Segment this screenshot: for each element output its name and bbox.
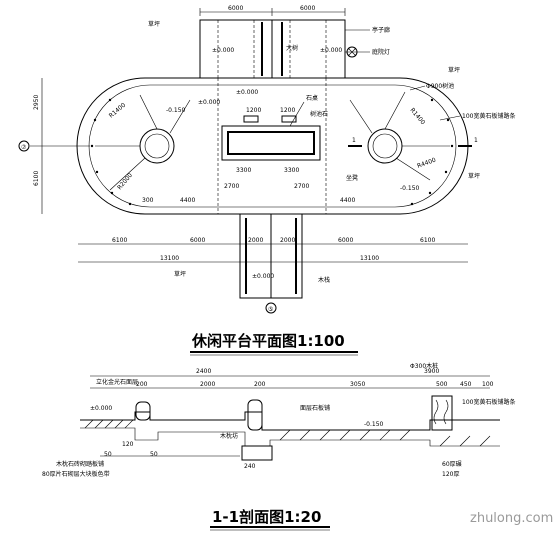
curb-mid bbox=[247, 399, 263, 431]
axis-marker-bottom bbox=[265, 302, 277, 314]
top-dim-1: 6000 bbox=[228, 5, 243, 12]
ring-dots bbox=[90, 98, 454, 206]
axis-marker-left bbox=[18, 140, 30, 152]
sec-dim-2-5: 500 bbox=[436, 381, 448, 388]
sec-dim-2-1: 200 bbox=[136, 381, 148, 388]
level-bottom: ±0.000 bbox=[252, 273, 274, 280]
sec-label-curb: 立化金光石面层 bbox=[96, 378, 138, 386]
level-top-2: ±0.000 bbox=[320, 47, 342, 54]
label-wood-deck: 木栈 bbox=[318, 276, 330, 284]
seat-1 bbox=[243, 115, 259, 123]
dim-mid-1: 1200 bbox=[246, 107, 261, 114]
dim-mid-5: 2700 bbox=[224, 183, 239, 190]
wood-post bbox=[431, 395, 453, 431]
sec-dim-b-3: 50 bbox=[150, 451, 158, 458]
ground-profile bbox=[80, 411, 500, 431]
dim-b2-1: 13100 bbox=[160, 255, 179, 262]
top-dim-2: 6000 bbox=[300, 5, 315, 12]
sec-label-base2: 120厚 bbox=[442, 471, 459, 478]
dim-b1-2: 6000 bbox=[190, 237, 205, 244]
platform-outline bbox=[76, 77, 469, 215]
sec-dim-b-2: 50 bbox=[104, 451, 112, 458]
dim-b1-6: 6100 bbox=[420, 237, 435, 244]
sec-label-base: 60厚碾 bbox=[442, 461, 462, 468]
sec-label-sub: 木枕坊 bbox=[220, 432, 238, 440]
stone-table bbox=[227, 131, 315, 155]
lamp-symbol bbox=[346, 46, 358, 58]
label-seat-right: 坐凳 bbox=[346, 174, 358, 182]
dim-left-1: 2950 bbox=[33, 95, 40, 110]
dim-mid-7: 4400 bbox=[180, 197, 195, 204]
sec-label-plank: 面层石板铺 bbox=[300, 404, 330, 412]
right-radials bbox=[349, 91, 450, 181]
axis-label-left: ⑦ bbox=[21, 144, 27, 151]
left-radials bbox=[95, 94, 191, 191]
watermark: zhulong.com bbox=[470, 511, 553, 526]
level-right-1: -0.150 bbox=[400, 185, 420, 192]
label-grass-tl: 草坪 bbox=[148, 20, 160, 28]
section-mark-2: 1 bbox=[474, 137, 478, 144]
section-mark-1: 1 bbox=[352, 137, 356, 144]
sec-minus-level: -0.150 bbox=[364, 421, 384, 428]
sec-dim-2-3: 200 bbox=[254, 381, 266, 388]
sec-ground-level: ±0.000 bbox=[90, 405, 112, 412]
label-stone-table: 石桌 bbox=[306, 94, 318, 102]
sec-dim-2-6: 450 bbox=[460, 381, 472, 388]
dim-mid-9: 300 bbox=[142, 197, 154, 204]
sec-note-2: 80厚片石砌层大块板色带 bbox=[42, 470, 110, 478]
curb-left bbox=[135, 401, 151, 421]
level-left-1: -0.150 bbox=[166, 107, 186, 114]
sec-dim-2-7: 100 bbox=[482, 381, 494, 388]
label-grass-bl: 草坪 bbox=[174, 270, 186, 278]
dim-b2-2: 13100 bbox=[360, 255, 379, 262]
dim-mid-8: 4400 bbox=[340, 197, 355, 204]
sec-label-edge: 100宽黄石板铺路条 bbox=[462, 398, 515, 406]
hatch-left bbox=[84, 419, 491, 447]
label-lamp: 庭院灯 bbox=[372, 48, 390, 56]
plan-view: 6000 6000 ±0.000 ±0.000 大树 亭子廊 庭院灯 草坪 草坪 bbox=[18, 5, 515, 356]
dim-left-2: 6100 bbox=[33, 171, 40, 186]
sec-dim-top-2: 3900 bbox=[424, 368, 439, 375]
dim-b1-4: 2000 bbox=[280, 237, 295, 244]
section-title: 1-1剖面图1:20 bbox=[212, 508, 321, 526]
dim-b1-5: 6000 bbox=[338, 237, 353, 244]
plan-title: 休闲平台平面图1:100 bbox=[191, 332, 345, 350]
section-view: 2400 3900 200 2000 200 3050 500 450 100 bbox=[42, 362, 515, 531]
sec-dim-top-1: 2400 bbox=[196, 368, 211, 375]
axis-label-bottom: ⑤ bbox=[268, 306, 273, 313]
radius-right-2: R4400 bbox=[416, 157, 437, 170]
footing bbox=[241, 445, 273, 461]
dim-b1-3: 2000 bbox=[248, 237, 263, 244]
sec-dim-2-4: 3050 bbox=[350, 381, 365, 388]
label-grass-tr: 草坪 bbox=[448, 66, 460, 74]
sec-note-1: 木枕石砖砌踏板铺 bbox=[56, 460, 104, 468]
seat-2 bbox=[281, 115, 297, 123]
level-left-2: ±0.000 bbox=[198, 99, 220, 106]
sec-dim-2-2: 2000 bbox=[200, 381, 215, 388]
sec-label-wood: Φ300木桩 bbox=[410, 362, 438, 370]
radius-left-1: R1400 bbox=[108, 102, 128, 120]
dim-mid-4: 3300 bbox=[284, 167, 299, 174]
dim-mid-3: 3300 bbox=[236, 167, 251, 174]
sec-dim-b-4: 120 bbox=[122, 441, 134, 448]
label-pool-ring: 树池石 bbox=[310, 110, 328, 118]
level-center: ±0.000 bbox=[236, 89, 258, 96]
label-pavilion-center: 大树 bbox=[286, 44, 298, 52]
dim-b1-1: 6100 bbox=[112, 237, 127, 244]
label-grass-r: 草坪 bbox=[468, 172, 480, 180]
label-pave: 100宽黄石板铺路条 bbox=[462, 112, 515, 120]
dim-mid-6: 2700 bbox=[294, 183, 309, 190]
central-deck bbox=[221, 125, 321, 161]
level-top-1: ±0.000 bbox=[212, 47, 234, 54]
radius-right-1: R1400 bbox=[408, 107, 426, 127]
sec-dim-b-1: 240 bbox=[244, 463, 256, 470]
dim-mid-2: 1200 bbox=[280, 107, 295, 114]
label-dia: Φ900树池 bbox=[426, 82, 454, 90]
label-pavilion: 亭子廊 bbox=[372, 26, 390, 34]
